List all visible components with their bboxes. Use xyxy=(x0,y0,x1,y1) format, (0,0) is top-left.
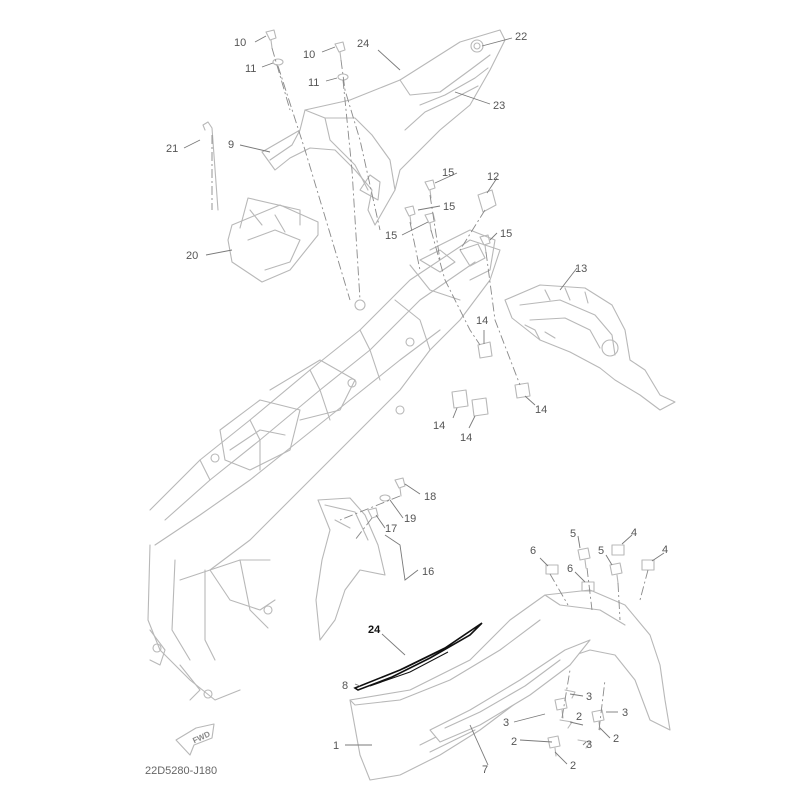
label-15[interactable]: 15 xyxy=(385,230,397,242)
label-4[interactable]: 4 xyxy=(662,544,668,556)
label-2[interactable]: 2 xyxy=(511,736,517,748)
label-8[interactable]: 8 xyxy=(342,680,348,692)
label-15[interactable]: 15 xyxy=(442,167,454,179)
label-11[interactable]: 11 xyxy=(308,77,319,89)
front-fender xyxy=(349,589,671,781)
label-1[interactable]: 1 xyxy=(333,740,339,752)
label-20[interactable]: 20 xyxy=(186,250,198,262)
label-3[interactable]: 3 xyxy=(586,739,592,751)
label-10[interactable]: 10 xyxy=(303,49,315,61)
label-24-highlighted[interactable]: 24 xyxy=(368,624,381,636)
label-7[interactable]: 7 xyxy=(482,764,488,776)
label-14[interactable]: 14 xyxy=(476,315,488,327)
label-13[interactable]: 13 xyxy=(575,263,587,275)
label-2[interactable]: 2 xyxy=(570,760,576,772)
label-5[interactable]: 5 xyxy=(570,528,576,540)
label-18[interactable]: 18 xyxy=(424,491,436,503)
diagram-code: 22D5280-J180 xyxy=(145,765,217,777)
label-3[interactable]: 3 xyxy=(503,717,509,729)
assembly-lines xyxy=(211,47,649,731)
leader-lines xyxy=(183,35,665,766)
label-22[interactable]: 22 xyxy=(515,31,527,43)
label-24[interactable]: 24 xyxy=(357,38,369,50)
label-12[interactable]: 12 xyxy=(487,171,499,183)
label-4[interactable]: 4 xyxy=(631,527,637,539)
label-19[interactable]: 19 xyxy=(404,513,416,525)
label-3[interactable]: 3 xyxy=(622,707,628,719)
label-11[interactable]: 11 xyxy=(245,63,256,75)
label-23[interactable]: 23 xyxy=(493,100,505,112)
label-14[interactable]: 14 xyxy=(460,432,472,444)
label-17[interactable]: 17 xyxy=(385,523,397,535)
highlighted-decal-24[interactable] xyxy=(353,622,483,691)
label-6[interactable]: 6 xyxy=(530,545,536,557)
label-10[interactable]: 10 xyxy=(234,37,246,49)
label-9[interactable]: 9 xyxy=(228,139,234,151)
part-labels: 10 10 24 22 11 11 23 9 21 12 15 15 15 15… xyxy=(166,31,668,776)
label-14[interactable]: 14 xyxy=(535,404,547,416)
label-5[interactable]: 5 xyxy=(598,545,604,557)
label-6[interactable]: 6 xyxy=(567,563,573,575)
label-3[interactable]: 3 xyxy=(586,691,592,703)
label-15[interactable]: 15 xyxy=(500,228,512,240)
rear-tail-cowl xyxy=(261,29,506,226)
rear-frame xyxy=(147,229,501,701)
label-16[interactable]: 16 xyxy=(422,566,434,578)
label-21[interactable]: 21 xyxy=(166,143,178,155)
label-15[interactable]: 15 xyxy=(443,201,455,213)
battery-box xyxy=(202,121,319,283)
label-2[interactable]: 2 xyxy=(613,733,619,745)
rear-inner-fender xyxy=(504,284,676,411)
fwd-arrow-icon: FWD xyxy=(175,723,215,756)
mud-flap xyxy=(315,497,386,641)
label-14[interactable]: 14 xyxy=(433,420,445,432)
label-2[interactable]: 2 xyxy=(576,711,582,723)
